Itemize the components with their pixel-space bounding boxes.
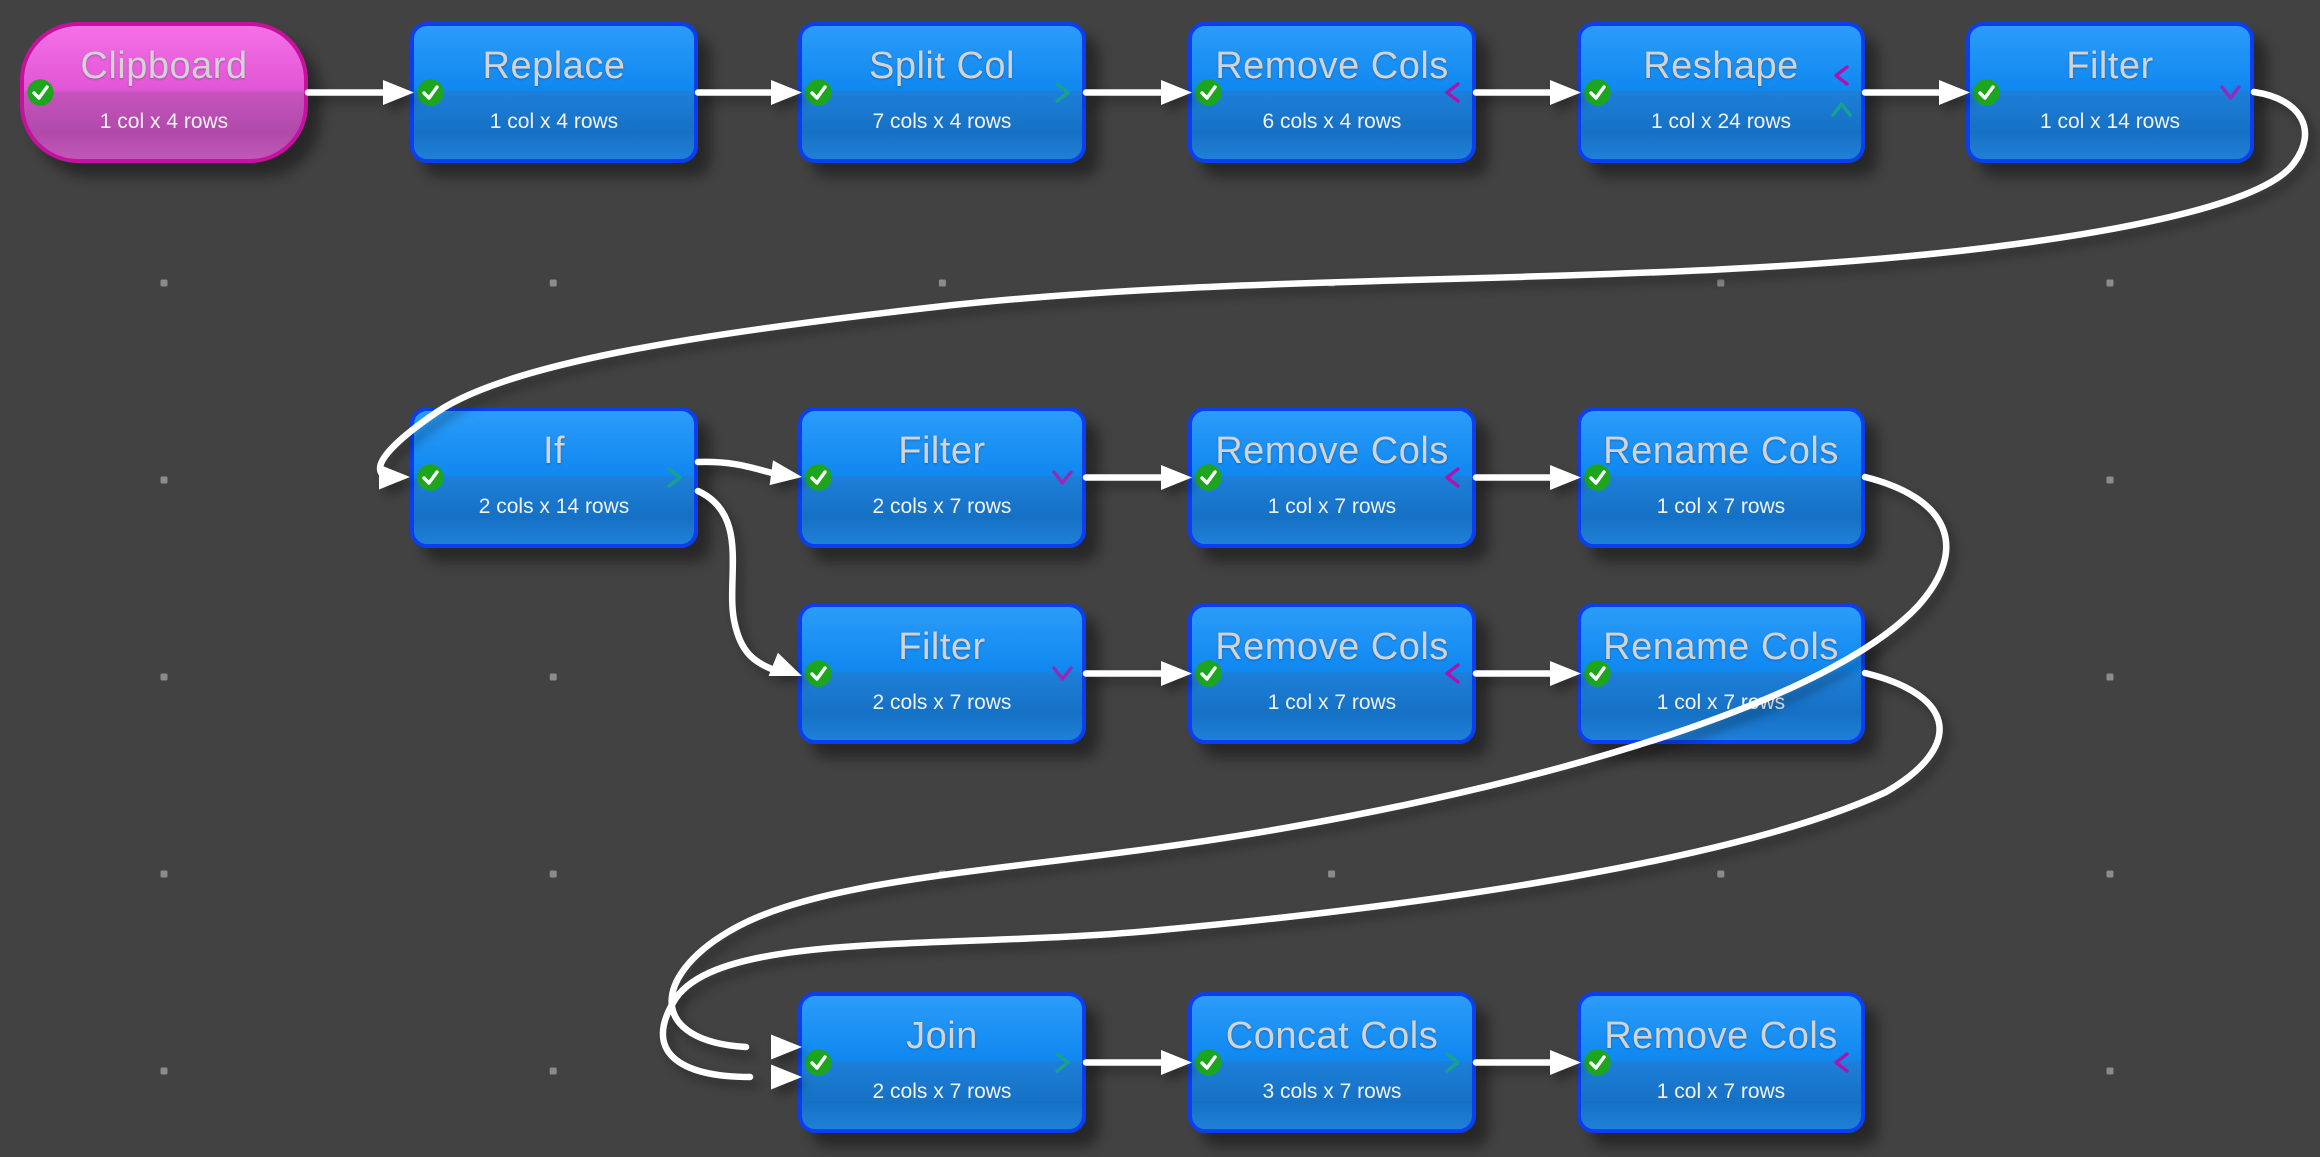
check-circle-icon bbox=[1584, 79, 1611, 106]
grid-dot bbox=[2106, 870, 2114, 878]
grid-dot bbox=[2106, 1067, 2114, 1075]
node-subtitle: 2 cols x 14 rows bbox=[478, 495, 630, 518]
grid-dot bbox=[160, 673, 168, 681]
check-circle-icon bbox=[1195, 660, 1222, 687]
node-title: Split Col bbox=[869, 45, 1015, 87]
node-subtitle: 1 col x 7 rows bbox=[1656, 1080, 1786, 1103]
grid-dot bbox=[549, 1067, 557, 1075]
check-circle-icon bbox=[1584, 660, 1611, 687]
chevron-right-icon bbox=[1047, 77, 1078, 108]
node-title: Remove Cols bbox=[1215, 626, 1449, 668]
node-concat-cols[interactable]: Concat Cols 3 cols x 7 rows bbox=[1188, 992, 1476, 1133]
chevron-right-icon bbox=[1047, 1047, 1078, 1078]
chevron-left-icon bbox=[1437, 77, 1468, 108]
chevron-right-icon bbox=[1437, 1047, 1468, 1078]
node-subtitle: 1 col x 4 rows bbox=[99, 110, 229, 133]
chevron-left-icon bbox=[1826, 60, 1857, 91]
node-title: Filter bbox=[898, 430, 986, 472]
check-circle-icon bbox=[805, 660, 832, 687]
chevron-left-icon bbox=[1437, 462, 1468, 493]
grid-dot bbox=[160, 1067, 168, 1075]
node-title: Rename Cols bbox=[1603, 626, 1839, 668]
grid-dot bbox=[160, 279, 168, 287]
node-subtitle: 1 col x 7 rows bbox=[1656, 691, 1786, 714]
node-subtitle: 7 cols x 4 rows bbox=[872, 110, 1012, 133]
chevron-left-icon bbox=[1826, 1047, 1857, 1078]
node-join[interactable]: Join 2 cols x 7 rows bbox=[798, 992, 1086, 1133]
node-clipboard[interactable]: Clipboard 1 col x 4 rows bbox=[20, 22, 308, 163]
node-replace[interactable]: Replace 1 col x 4 rows bbox=[410, 22, 698, 163]
node-title: Filter bbox=[898, 626, 986, 668]
grid-dot bbox=[549, 870, 557, 878]
node-filter-2[interactable]: Filter 2 cols x 7 rows bbox=[798, 407, 1086, 548]
check-circle-icon bbox=[1973, 79, 2000, 106]
grid-dot bbox=[2106, 673, 2114, 681]
check-circle-icon bbox=[805, 79, 832, 106]
check-circle-icon bbox=[417, 79, 444, 106]
node-title: Filter bbox=[2066, 45, 2154, 87]
grid-dot bbox=[549, 673, 557, 681]
node-title: Reshape bbox=[1643, 45, 1799, 87]
chevron-down-icon bbox=[1047, 462, 1078, 493]
node-filter-3[interactable]: Filter 2 cols x 7 rows bbox=[798, 603, 1086, 744]
node-subtitle: 1 col x 24 rows bbox=[1650, 110, 1792, 133]
node-remove-cols-1[interactable]: Remove Cols 6 cols x 4 rows bbox=[1188, 22, 1476, 163]
node-title: Join bbox=[906, 1015, 978, 1057]
check-circle-icon bbox=[805, 464, 832, 491]
check-circle-icon bbox=[805, 1049, 832, 1076]
node-title: Rename Cols bbox=[1603, 430, 1839, 472]
node-subtitle: 1 col x 4 rows bbox=[489, 110, 619, 133]
check-circle-icon bbox=[1195, 1049, 1222, 1076]
node-rename-cols-2[interactable]: Rename Cols 1 col x 7 rows bbox=[1577, 603, 1865, 744]
check-circle-icon bbox=[1584, 1049, 1611, 1076]
node-remove-cols-2[interactable]: Remove Cols 1 col x 7 rows bbox=[1188, 407, 1476, 548]
node-title: If bbox=[542, 430, 566, 472]
check-circle-icon bbox=[27, 79, 54, 106]
node-remove-cols-4[interactable]: Remove Cols 1 col x 7 rows bbox=[1577, 992, 1865, 1133]
node-title: Clipboard bbox=[80, 45, 248, 87]
chevron-right-icon bbox=[659, 462, 690, 493]
chevron-up-icon bbox=[1826, 94, 1857, 125]
node-subtitle: 2 cols x 7 rows bbox=[872, 1080, 1012, 1103]
check-circle-icon bbox=[1195, 464, 1222, 491]
node-subtitle: 3 cols x 7 rows bbox=[1262, 1080, 1402, 1103]
node-title: Replace bbox=[482, 45, 626, 87]
node-filter-1[interactable]: Filter 1 col x 14 rows bbox=[1966, 22, 2254, 163]
node-rename-cols-1[interactable]: Rename Cols 1 col x 7 rows bbox=[1577, 407, 1865, 548]
node-remove-cols-3[interactable]: Remove Cols 1 col x 7 rows bbox=[1188, 603, 1476, 744]
node-subtitle: 2 cols x 7 rows bbox=[872, 691, 1012, 714]
node-reshape[interactable]: Reshape 1 col x 24 rows bbox=[1577, 22, 1865, 163]
check-circle-icon bbox=[1195, 79, 1222, 106]
node-split-col[interactable]: Split Col 7 cols x 4 rows bbox=[798, 22, 1086, 163]
node-title: Remove Cols bbox=[1215, 430, 1449, 472]
node-subtitle: 1 col x 14 rows bbox=[2039, 110, 2181, 133]
node-subtitle: 6 cols x 4 rows bbox=[1262, 110, 1402, 133]
grid-dot bbox=[160, 476, 168, 484]
chevron-left-icon bbox=[1437, 658, 1468, 689]
node-subtitle: 2 cols x 7 rows bbox=[872, 495, 1012, 518]
node-subtitle: 1 col x 7 rows bbox=[1267, 495, 1397, 518]
chevron-down-icon bbox=[2215, 77, 2246, 108]
node-title: Remove Cols bbox=[1604, 1015, 1838, 1057]
node-subtitle: 1 col x 7 rows bbox=[1656, 495, 1786, 518]
node-title: Concat Cols bbox=[1225, 1015, 1439, 1057]
node-subtitle: 1 col x 7 rows bbox=[1267, 691, 1397, 714]
check-circle-icon bbox=[1584, 464, 1611, 491]
chevron-down-icon bbox=[1047, 658, 1078, 689]
grid-dot bbox=[160, 870, 168, 878]
node-title: Remove Cols bbox=[1215, 45, 1449, 87]
node-if[interactable]: If 2 cols x 14 rows bbox=[410, 407, 698, 548]
check-circle-icon bbox=[417, 464, 444, 491]
